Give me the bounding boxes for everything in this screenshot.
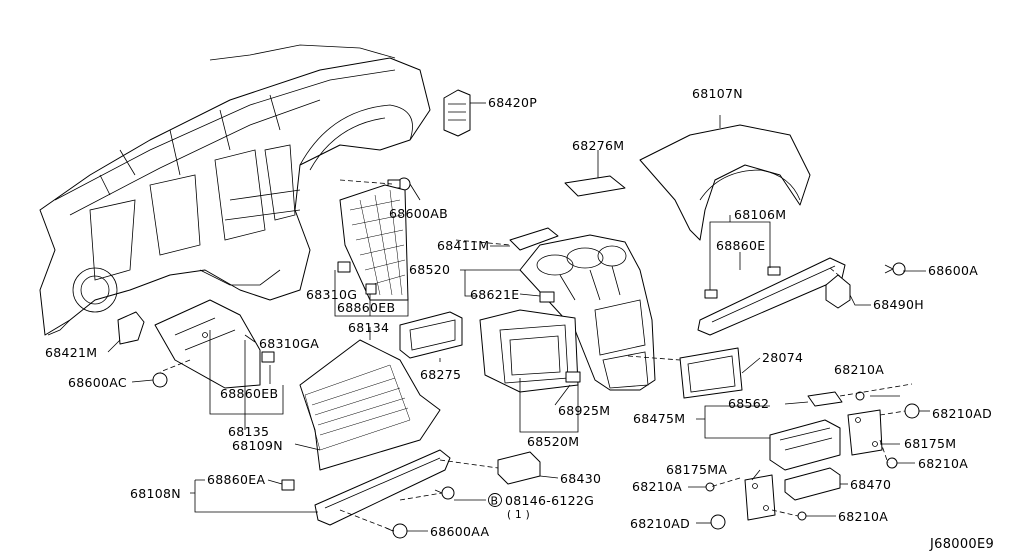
callout-68421M: 68421M (45, 345, 97, 360)
callout-labels: 68420P 68107N 68276M 68600AB 68106M 6841… (45, 86, 994, 552)
screws-drawing (705, 391, 920, 530)
callout-68210A-3: 68210A (632, 479, 682, 494)
callout-68925M: 68925M (558, 403, 610, 418)
pad-68562-drawing (807, 391, 843, 407)
callout-68860EA: 68860EA (207, 472, 265, 487)
clip-68600AA-drawing (385, 523, 408, 539)
callout-68210A-4: 68210A (838, 509, 888, 524)
callout-68275: 68275 (420, 367, 461, 382)
vent-68420P-drawing (443, 89, 471, 137)
callout-68109N: 68109N (232, 438, 283, 453)
callout-68210AD-lower: 68210AD (630, 516, 690, 531)
callout-68860EB-lower: 68860EB (220, 386, 278, 401)
frame-68520M-drawing (479, 309, 581, 393)
callout-68210A-2: 68210A (918, 456, 968, 471)
callout-68860EB-upper: 68860EB (337, 300, 395, 315)
callout-68310GA: 68310GA (259, 336, 319, 351)
clip-68600AC-drawing (152, 372, 168, 388)
callout-68411M: 68411M (437, 238, 489, 253)
callout-68600AC: 68600AC (68, 375, 127, 390)
callout-68210A-1: 68210A (834, 362, 884, 377)
bracket-68310G-drawing (337, 184, 409, 301)
callout-28074: 28074 (762, 350, 803, 365)
glove-box-68109N-drawing (299, 339, 441, 471)
callout-68134: 68134 (348, 320, 389, 335)
leader-lines (107, 102, 930, 532)
assembly-dashed-lines (159, 179, 913, 532)
callout-68600AA: 68600AA (430, 524, 489, 539)
callout-68175MA: 68175MA (666, 462, 727, 477)
bracket-68175M-drawing (847, 409, 883, 456)
trim-68106M-drawing (697, 257, 846, 336)
callout-68520M: 68520M (527, 434, 579, 449)
box-68475M-drawing (769, 419, 841, 471)
bolt-marker-icon: B (488, 493, 502, 508)
center-cluster-68520-drawing (519, 234, 656, 391)
pad-68276M-drawing (564, 175, 626, 197)
callout-68490H: 68490H (873, 297, 924, 312)
instrument-panel-drawing (39, 44, 431, 336)
callout-68276M: 68276M (572, 138, 624, 153)
callout-68475M: 68475M (633, 411, 685, 426)
lid-68108N-drawing (281, 449, 451, 526)
callout-68135: 68135 (228, 424, 269, 439)
part-68411M-drawing (509, 227, 559, 251)
callout-68621E: 68621E (470, 287, 519, 302)
callout-68860E: 68860E (716, 238, 765, 253)
display-28074-drawing (679, 347, 743, 399)
pocket-68275-drawing (399, 311, 463, 359)
callout-68420P: 68420P (488, 95, 537, 110)
callout-08146-quantity: ( 1 ) (507, 509, 530, 521)
callout-68108N: 68108N (130, 486, 181, 501)
callout-68107N: 68107N (692, 86, 743, 101)
part-68430-drawing (497, 451, 541, 485)
clip-68600A-drawing (884, 262, 906, 276)
bolt-08146-drawing (434, 486, 455, 500)
clip-68621E-drawing (539, 291, 555, 303)
callout-68430: 68430 (560, 471, 601, 486)
callout-68106M: 68106M (734, 207, 786, 222)
callout-68520: 68520 (409, 262, 450, 277)
svg-text:B: B (491, 495, 499, 508)
meter-hood-68107N-drawing (639, 124, 811, 241)
callout-68470: 68470 (850, 477, 891, 492)
callout-68310G: 68310G (306, 287, 357, 302)
bracket-68175MA-drawing (744, 474, 776, 521)
callout-68600A: 68600A (928, 263, 978, 278)
callout-68210AD-upper: 68210AD (932, 406, 992, 421)
callout-68562: 68562 (728, 396, 769, 411)
callout-08146-6122G: 08146-6122G (505, 493, 594, 508)
clip-68421M-drawing (117, 311, 145, 345)
callout-68600AB: 68600AB (389, 206, 448, 221)
diagram-code: J68000E9 (929, 537, 994, 552)
tray-68470-drawing (784, 467, 841, 501)
panel-68135-drawing (154, 299, 275, 389)
callout-68175M: 68175M (904, 436, 956, 451)
